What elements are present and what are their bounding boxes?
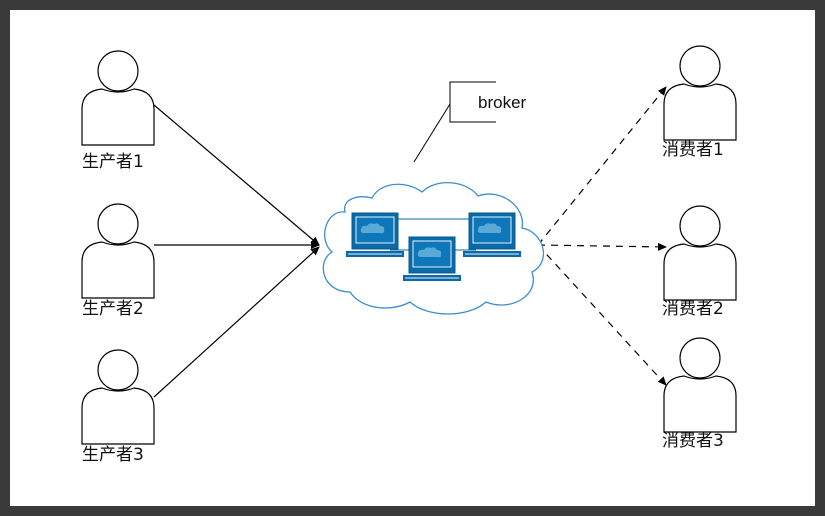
broker-label: broker	[478, 93, 527, 112]
producer-2: 生产者2	[81, 203, 155, 319]
producer-2-label: 生产者2	[82, 299, 144, 319]
consumer-3: 消费者3	[662, 337, 737, 451]
producer-3-label: 生产者3	[82, 445, 144, 465]
consumer-2-label: 消费者2	[662, 299, 724, 319]
consumer-1: 消费者1	[662, 45, 737, 160]
edge-broker-consumer2	[537, 242, 667, 251]
edge-broker-consumer1	[537, 86, 667, 246]
producer-1: 生产者1	[81, 50, 155, 172]
producer-1-label: 生产者1	[82, 152, 144, 172]
edge-broker-consumer3	[537, 244, 667, 386]
producer-3: 生产者3	[81, 349, 155, 465]
consumer-2: 消费者2	[662, 205, 737, 319]
edge-producer3-broker	[153, 246, 320, 398]
consumer-3-label: 消费者3	[662, 431, 724, 451]
edge-producer1-broker	[153, 104, 320, 246]
consumer-1-label: 消费者1	[662, 140, 724, 160]
broker-callout: broker	[413, 81, 527, 163]
